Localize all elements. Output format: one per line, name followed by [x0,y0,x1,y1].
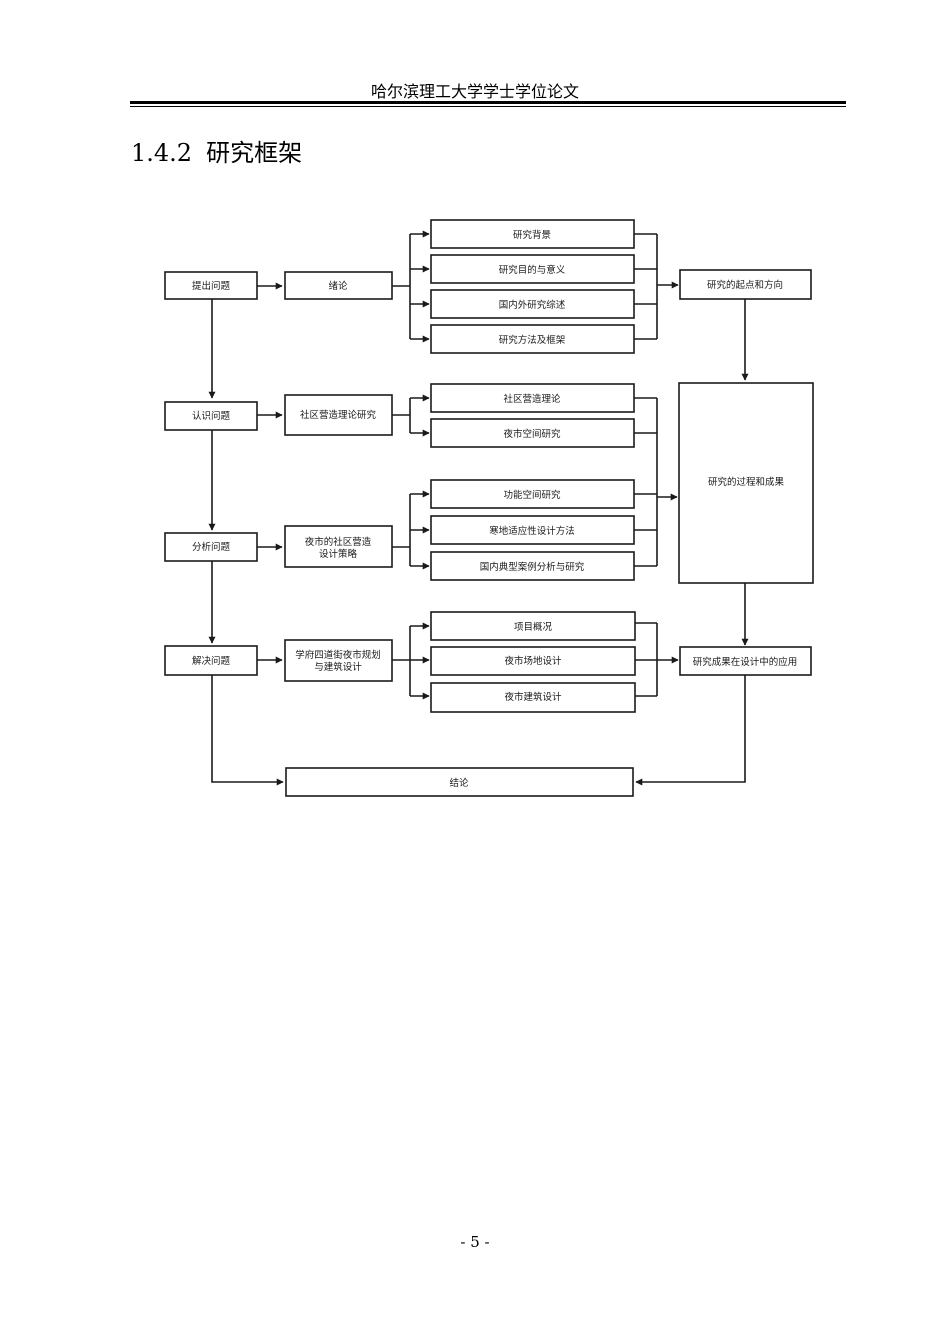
group3-item-1: 功能空间研究 [430,479,635,509]
svg-text:社区营造理论研究: 社区营造理论研究 [300,409,377,421]
svg-text:认识问题: 认识问题 [192,410,231,422]
conclusion-box: 结论 [285,767,634,797]
svg-text:研究背景: 研究背景 [513,229,551,241]
output-apply-box: 研究成果在设计中的应用 [679,646,812,676]
svg-text:国内典型案例分析与研究: 国内典型案例分析与研究 [480,561,585,573]
svg-text:寒地适应性设计方法: 寒地适应性设计方法 [489,525,575,537]
svg-text:项目概况: 项目概况 [514,621,553,633]
section-number: 1.4.2 [131,139,193,167]
svg-text:设计策略: 设计策略 [319,548,358,560]
group3-item-3: 国内典型案例分析与研究 [430,551,635,581]
stage-box-1: 提出问题 [164,271,258,300]
connectors [208,230,749,786]
svg-text:结论: 结论 [449,777,469,789]
output-process-box: 研究的过程和成果 [678,382,814,584]
group1-item-4: 研究方法及框架 [430,324,635,354]
group1-item-2: 研究目的与意义 [430,254,635,284]
group2-item-1: 社区营造理论 [430,383,635,413]
page-number: - 5 - [460,1233,490,1251]
group4-item-2: 夜市场地设计 [430,646,636,676]
svg-text:解决问题: 解决问题 [192,655,231,667]
svg-text:研究目的与意义: 研究目的与意义 [499,264,566,276]
design-box: 学府四道街夜市规划 与建筑设计 [284,639,393,682]
svg-text:与建筑设计: 与建筑设计 [314,661,362,673]
group4-item-1: 项目概况 [430,611,636,641]
svg-text:研究的起点和方向: 研究的起点和方向 [707,279,783,291]
svg-text:社区营造理论: 社区营造理论 [503,393,561,405]
running-header-title: 哈尔滨理工大学学士学位论文 [370,82,579,101]
svg-text:夜市的社区营造: 夜市的社区营造 [305,536,372,548]
output-start-box: 研究的起点和方向 [679,269,812,300]
svg-text:研究成果在设计中的应用: 研究成果在设计中的应用 [693,656,798,668]
svg-text:夜市场地设计: 夜市场地设计 [504,655,562,667]
group4-item-3: 夜市建筑设计 [430,682,636,713]
svg-text:绪论: 绪论 [328,280,348,292]
group1-item-3: 国内外研究综述 [430,289,635,319]
svg-text:功能空间研究: 功能空间研究 [503,489,561,501]
stage-box-4: 解决问题 [164,645,258,676]
stage-box-3: 分析问题 [164,532,258,562]
strategy-box: 夜市的社区营造 设计策略 [284,525,393,568]
header-rule-thin [130,106,846,107]
group3-item-2: 寒地适应性设计方法 [430,515,635,545]
svg-text:研究的过程和成果: 研究的过程和成果 [708,476,785,488]
group2-item-2: 夜市空间研究 [430,418,635,448]
svg-text:学府四道街夜市规划: 学府四道街夜市规划 [295,649,381,661]
svg-text:研究方法及框架: 研究方法及框架 [499,334,566,346]
svg-text:分析问题: 分析问题 [192,541,231,553]
svg-text:提出问题: 提出问题 [192,280,231,292]
intro-box: 绪论 [284,271,393,300]
svg-text:夜市建筑设计: 夜市建筑设计 [504,691,562,703]
stage-box-2: 认识问题 [164,401,258,431]
theory-box: 社区营造理论研究 [284,394,393,436]
svg-text:国内外研究综述: 国内外研究综述 [499,299,566,311]
section-title: 研究框架 [206,139,303,167]
section-heading: 1.4.2 研究框架 [131,133,302,168]
group1-item-1: 研究背景 [430,219,635,249]
header-rule-thick [130,101,846,104]
svg-text:夜市空间研究: 夜市空间研究 [503,428,561,440]
